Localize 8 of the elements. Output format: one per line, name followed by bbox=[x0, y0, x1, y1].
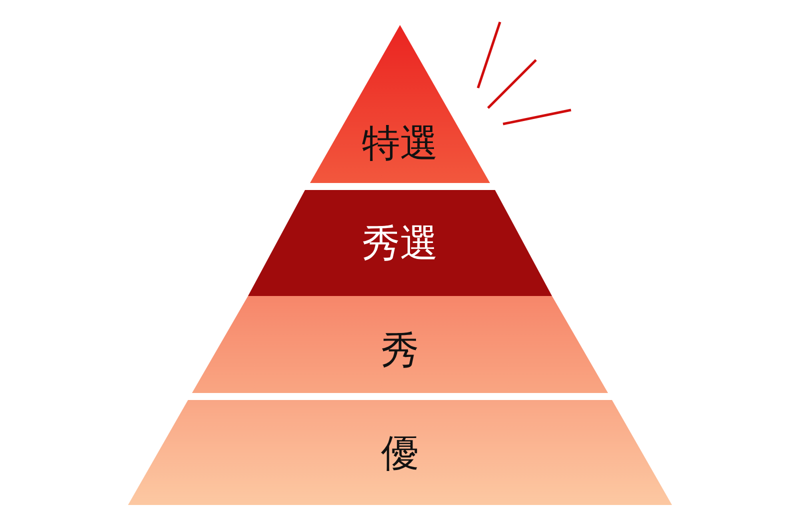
tier-label: 秀選 bbox=[362, 221, 438, 265]
pyramid-tier bbox=[248, 190, 552, 296]
pyramid-tier bbox=[192, 296, 608, 393]
pyramid-top-triangle bbox=[310, 25, 490, 183]
pyramid-tier bbox=[128, 400, 672, 505]
tier-label: 優 bbox=[381, 431, 419, 475]
tier-label: 秀 bbox=[381, 328, 419, 372]
tier-label: 特選 bbox=[362, 121, 438, 165]
